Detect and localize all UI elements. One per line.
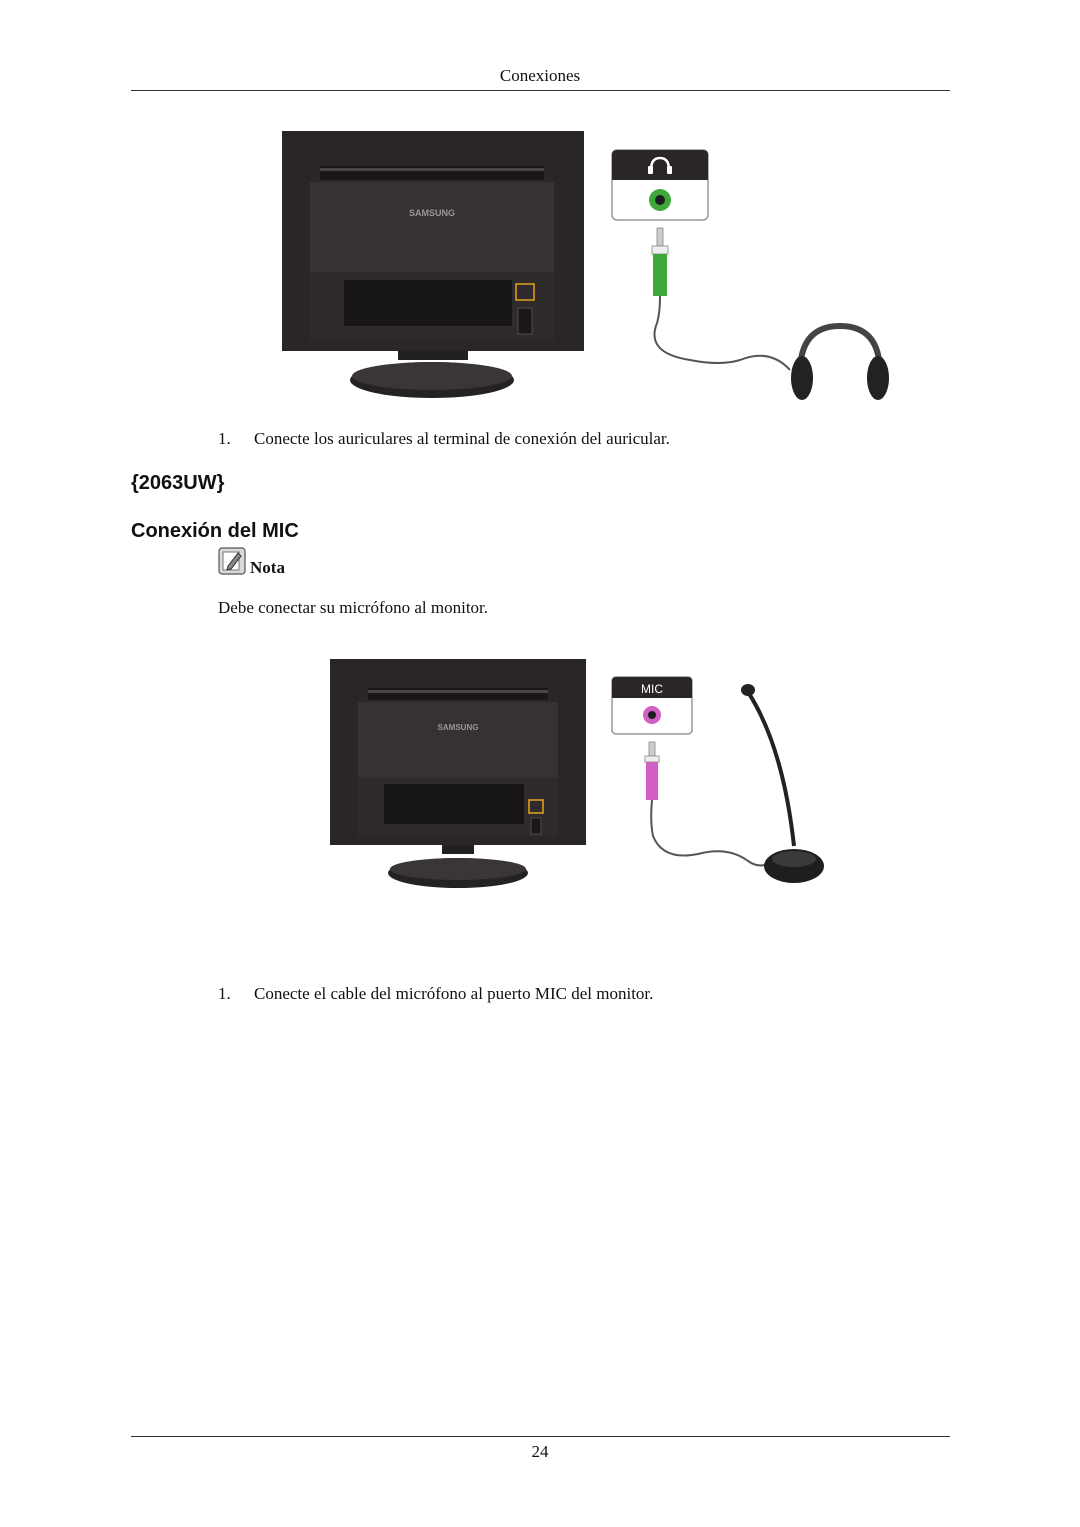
headphone-port-callout (611, 149, 709, 221)
note-label: Nota (250, 558, 285, 577)
headphones-illustration (791, 322, 889, 400)
headphone-connection-figure: SAMSUNG (282, 131, 889, 400)
mic-connection-figure: SAMSUNG MIC (330, 659, 824, 888)
instruction-step: 1. Conecte el cable del micrófono al pue… (218, 984, 958, 1008)
microphone-illustration (741, 684, 824, 883)
headphone-plug-cable (651, 227, 791, 371)
note-text: Debe conectar su micrófono al monitor. (218, 598, 489, 617)
monitor-back-illustration: SAMSUNG (330, 659, 586, 888)
monitor-back-illustration: SAMSUNG (282, 131, 584, 398)
mic-plug-cable (644, 741, 769, 867)
footer-rule (131, 1436, 950, 1437)
mic-port-highlight (528, 799, 544, 814)
headphone-port-highlight (515, 283, 535, 301)
monitor-brand-label: SAMSUNG (409, 208, 455, 218)
mic-port-callout: MIC (611, 676, 693, 735)
note-pencil-icon (218, 547, 246, 575)
monitor-brand-label: SAMSUNG (438, 723, 479, 732)
mic-port-label: MIC (641, 682, 663, 696)
step-number: 1. (218, 984, 231, 1003)
instruction-step: 1. Conecte los auriculares al terminal d… (218, 429, 958, 453)
page-number: 24 (531, 1442, 549, 1461)
step-text: Conecte el cable del micrófono al puerto… (254, 984, 654, 1003)
page-header-title: Conexiones (499, 66, 581, 85)
step-number: 1. (218, 429, 231, 448)
section-heading: Conexión del MIC (131, 520, 299, 542)
header-rule (131, 90, 950, 91)
model-heading: {2063UW} (131, 472, 225, 494)
headphone-icon (648, 156, 672, 174)
step-text: Conecte los auriculares al terminal de c… (254, 429, 670, 448)
